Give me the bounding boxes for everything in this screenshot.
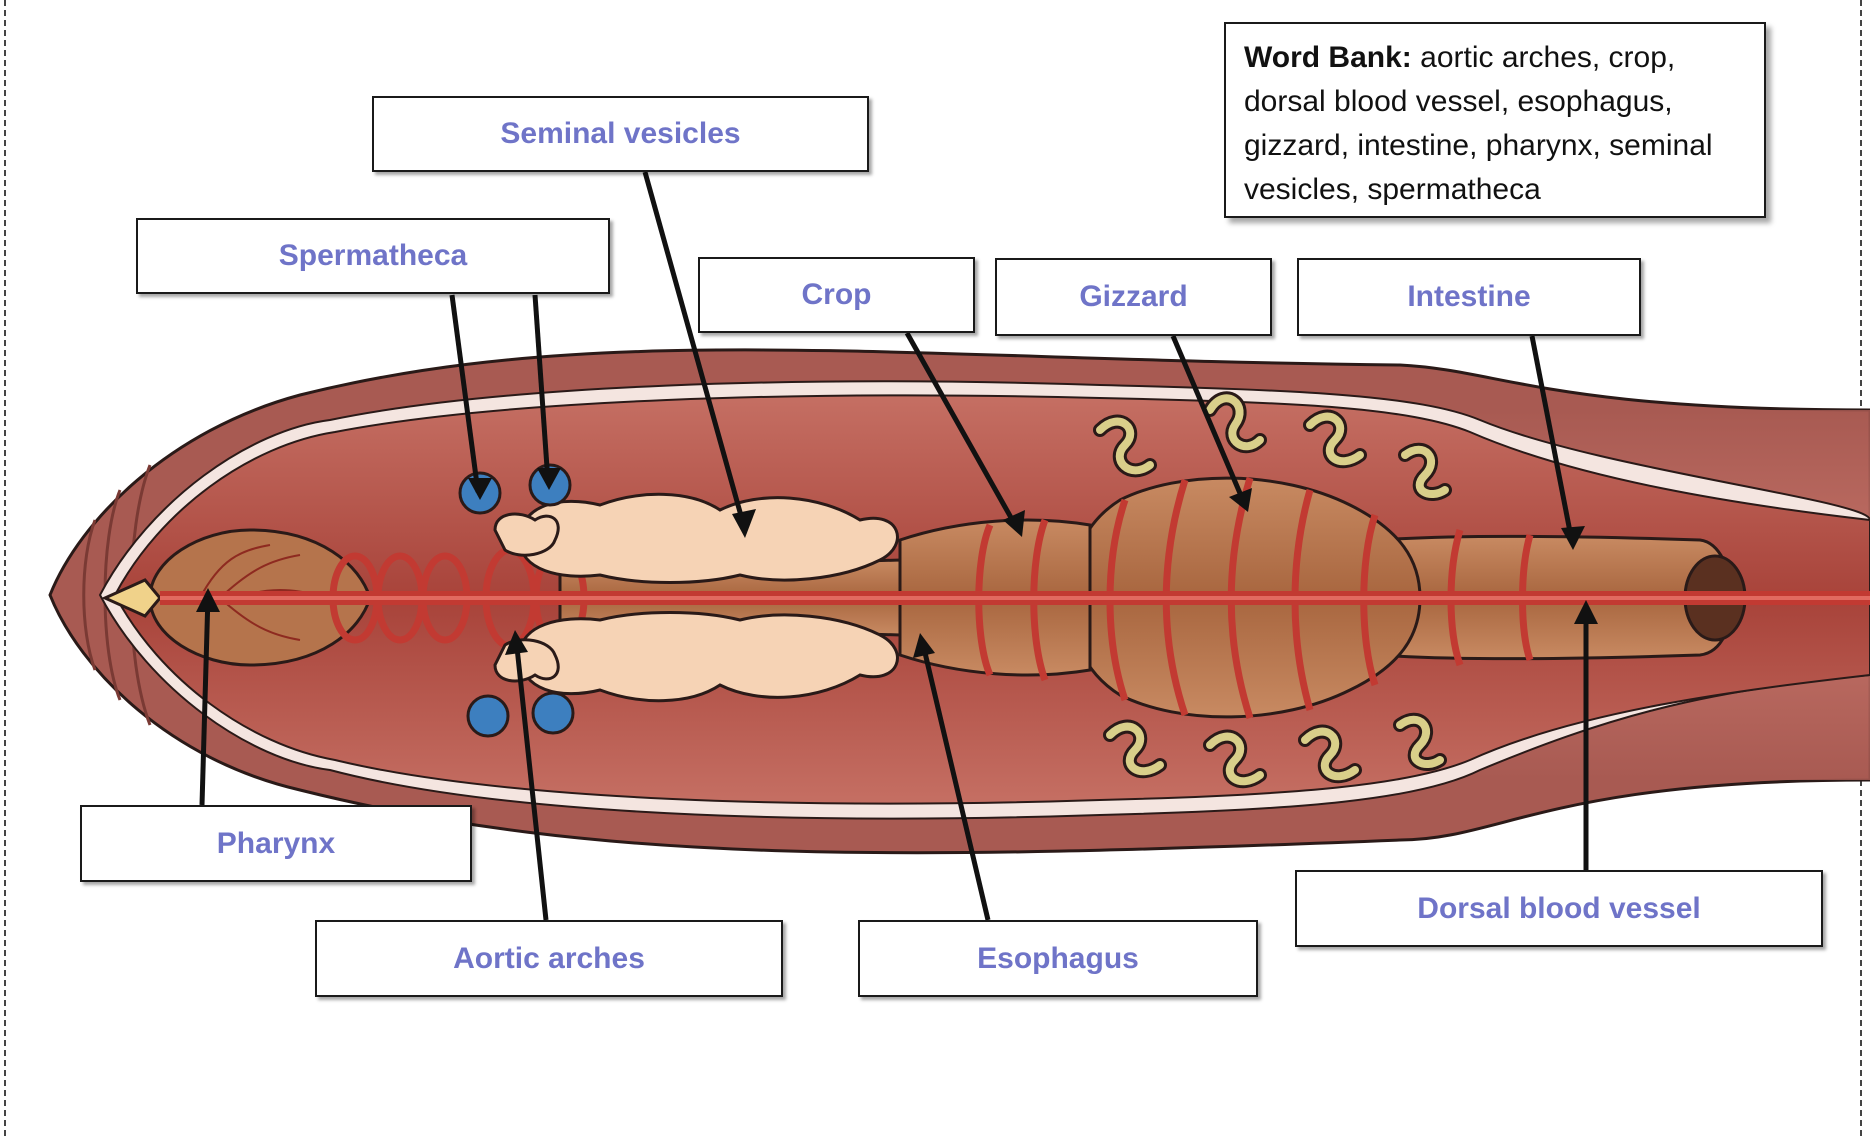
- word-bank: Word Bank: aortic arches, crop, dorsal b…: [1224, 22, 1766, 218]
- label-pharynx[interactable]: Pharynx: [80, 805, 472, 882]
- pointer-crop: [904, 331, 1021, 532]
- label-esophagus[interactable]: Esophagus: [858, 920, 1258, 997]
- pointer-pharynx: [199, 594, 211, 806]
- pointer-seminal-vesicles: [642, 171, 748, 531]
- label-gizzard[interactable]: Gizzard: [995, 258, 1272, 336]
- pointer-esophagus: [919, 639, 991, 921]
- pointer-lines: [199, 171, 1589, 921]
- seminal-vesicles-shapes: [493, 492, 899, 703]
- label-crop[interactable]: Crop: [698, 257, 975, 333]
- nephridia-fill: [1096, 394, 1449, 786]
- pointer-spermatheca-a: [449, 294, 481, 493]
- pointer-intestine: [1529, 335, 1575, 543]
- pointer-aortic-arches: [513, 637, 549, 921]
- word-bank-terms: aortic arches, crop, dorsal blood vessel…: [1244, 41, 1713, 206]
- label-dorsal-blood-vessel[interactable]: Dorsal blood vessel: [1295, 870, 1823, 947]
- pointer-spermatheca-b: [532, 294, 551, 483]
- pointer-arrowheads: [196, 468, 1598, 658]
- label-intestine[interactable]: Intestine: [1297, 258, 1641, 336]
- pointer-gizzard: [1170, 335, 1248, 506]
- label-aortic-arches[interactable]: Aortic arches: [315, 920, 783, 997]
- label-spermatheca[interactable]: Spermatheca: [136, 218, 610, 294]
- word-bank-heading: Word Bank:: [1244, 41, 1412, 74]
- left-margin-line: [4, 0, 6, 1136]
- label-seminal-vesicles[interactable]: Seminal vesicles: [372, 96, 869, 172]
